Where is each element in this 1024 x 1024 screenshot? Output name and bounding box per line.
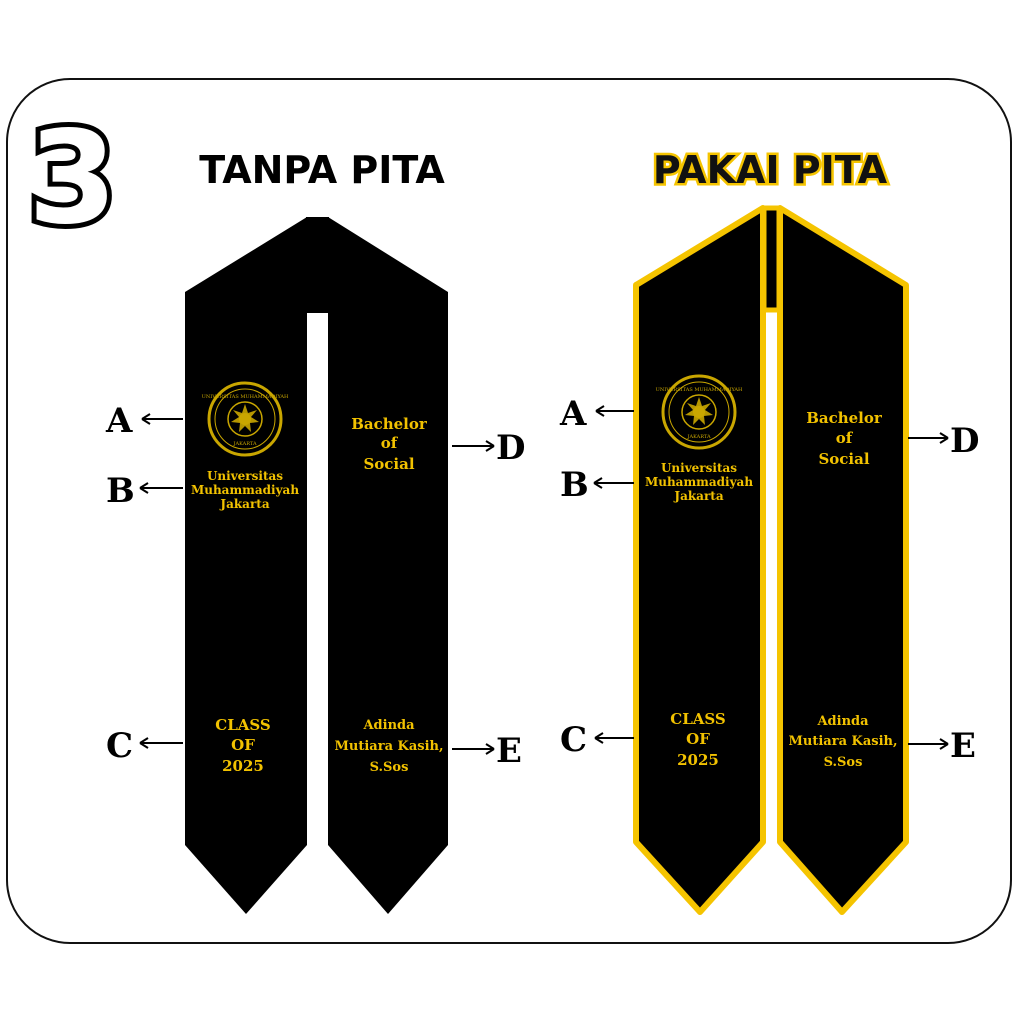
svg-text:UNIVERSITAS MUHAMMADIYAH: UNIVERSITAS MUHAMMADIYAH: [202, 394, 289, 400]
left-panel-title: TANPA PITA: [199, 148, 445, 192]
right-degree-line: Bachelor: [806, 409, 883, 427]
left-degree-line: Social: [363, 455, 414, 473]
label-e: E: [950, 726, 976, 766]
right-university-text: Universitas Muhammadiyah Jakarta: [645, 461, 753, 503]
arrowhead-right-icon: [939, 432, 949, 444]
svg-text:UNIVERSITAS MUHAMMADIYAH: UNIVERSITAS MUHAMMADIYAH: [656, 387, 743, 393]
right-name-line: Adinda: [816, 714, 869, 729]
right-class-line: OF: [686, 730, 710, 748]
left-university-line: Universitas: [207, 469, 283, 483]
right-stole-neck-band: [761, 205, 782, 313]
left-stole-left-panel: [185, 217, 307, 914]
svg-text:JAKARTA: JAKARTA: [686, 434, 710, 440]
label-a: A: [559, 394, 587, 434]
arrowhead-left-icon: [139, 737, 149, 749]
left-stole-neck-band: [306, 217, 329, 313]
badge-number: 3: [28, 104, 117, 253]
left-name-text: Adinda Mutiara Kasih, S.Sos: [335, 718, 444, 775]
svg-text:JAKARTA: JAKARTA: [232, 441, 256, 447]
label-a: A: [105, 401, 133, 441]
left-class-text: CLASS OF 2025: [215, 716, 270, 775]
right-panel-title: PAKAI PITA: [653, 148, 888, 192]
left-stole: [185, 217, 448, 914]
arrowhead-left-icon: [141, 413, 151, 425]
right-university-line: Universitas: [661, 461, 737, 475]
right-class-line: CLASS: [670, 710, 725, 728]
right-class-line: 2025: [677, 751, 719, 769]
left-name-line: S.Sos: [370, 760, 409, 775]
arrowhead-right-icon: [939, 738, 949, 750]
left-university-logo: UNIVERSITAS MUHAMMADIYAH JAKARTA: [202, 381, 289, 457]
right-stole: [633, 205, 909, 915]
arrowhead-right-icon: [485, 743, 495, 755]
label-d: D: [496, 428, 525, 468]
left-name-line: Adinda: [362, 718, 415, 733]
label-d: D: [950, 421, 979, 461]
right-university-line: Jakarta: [673, 489, 723, 503]
left-university-text: Universitas Muhammadiyah Jakarta: [191, 469, 299, 511]
right-stole-left-panel: [633, 205, 766, 915]
right-name-line: Mutiara Kasih,: [789, 734, 898, 749]
right-stole-right-panel: [777, 205, 909, 915]
right-callouts: A B C D E: [559, 394, 979, 766]
left-university-line: Muhammadiyah: [191, 483, 299, 497]
arrowhead-left-icon: [139, 482, 149, 494]
label-b: B: [106, 471, 135, 511]
label-c: C: [560, 720, 587, 760]
left-class-line: 2025: [222, 757, 264, 775]
left-degree-line: Bachelor: [351, 415, 428, 433]
left-university-line: Jakarta: [219, 497, 269, 511]
left-callouts: A B C D E: [105, 401, 525, 771]
label-c: C: [106, 726, 133, 766]
arrowhead-left-icon: [594, 732, 604, 744]
left-degree-text: Bachelor of Social: [351, 415, 428, 473]
right-university-line: Muhammadiyah: [645, 475, 753, 489]
left-class-line: CLASS: [215, 716, 270, 734]
right-degree-line: Social: [818, 450, 869, 468]
left-name-line: Mutiara Kasih,: [335, 739, 444, 754]
right-degree-text: Bachelor of Social: [806, 409, 883, 468]
arrowhead-left-icon: [593, 477, 603, 489]
right-name-text: Adinda Mutiara Kasih, S.Sos: [789, 714, 898, 770]
right-name-line: S.Sos: [824, 755, 863, 770]
label-b: B: [560, 465, 589, 505]
left-stole-right-panel: [328, 217, 448, 914]
label-e: E: [496, 731, 522, 771]
left-degree-line: of: [381, 434, 399, 452]
arrowhead-left-icon: [595, 405, 605, 417]
right-university-logo: UNIVERSITAS MUHAMMADIYAH JAKARTA: [656, 374, 743, 450]
right-class-text: CLASS OF 2025: [670, 710, 725, 769]
left-class-line: OF: [231, 736, 255, 754]
right-degree-line: of: [836, 429, 854, 447]
arrowhead-right-icon: [485, 440, 495, 452]
